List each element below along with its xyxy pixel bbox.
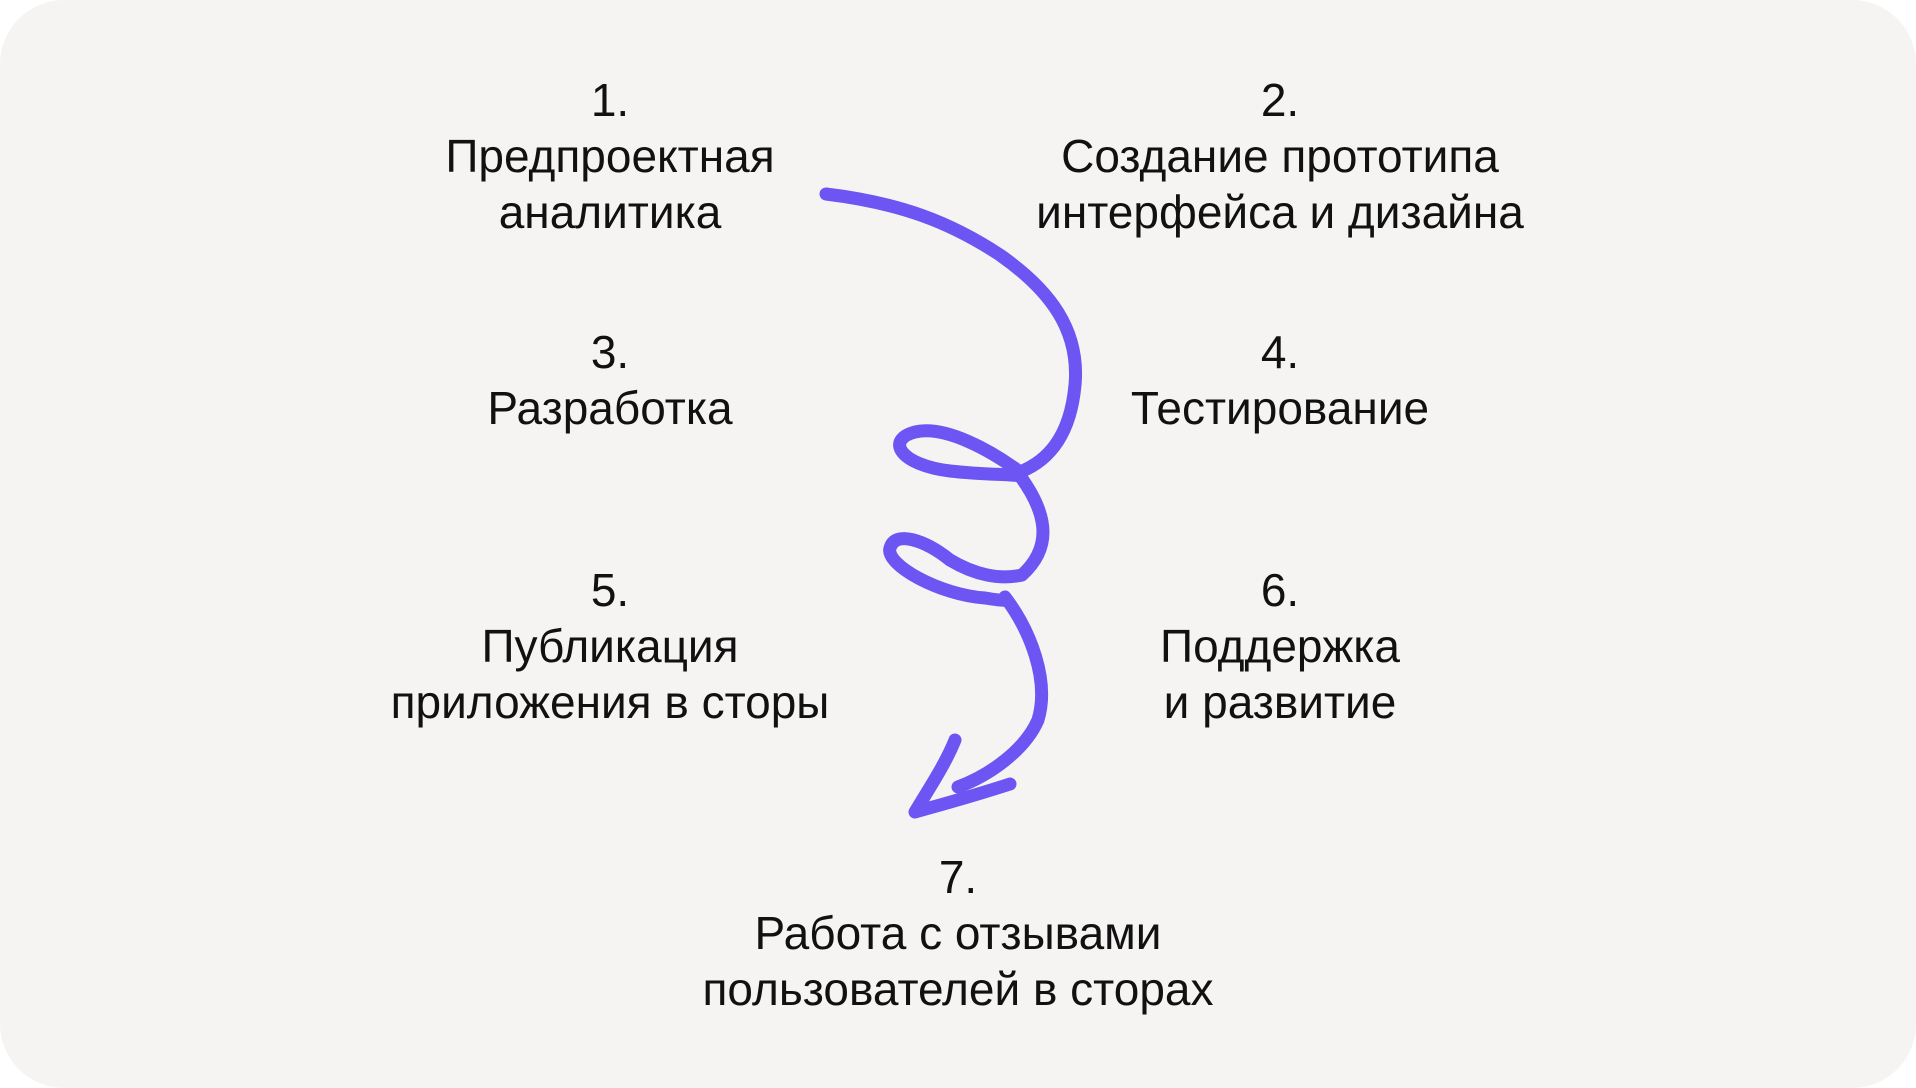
step-label-line: Предпроектная [445, 130, 775, 182]
step-number: 2. [1260, 74, 1300, 126]
step-6: 6. Поддержка и развитие [960, 562, 1600, 730]
step-label-line: Публикация [481, 620, 739, 672]
step-3: 3. Разработка [290, 324, 930, 436]
step-label-line: Разработка [487, 382, 733, 434]
step-2: 2. Создание прототипа интерфейса и дизай… [960, 72, 1600, 240]
step-number: 1. [590, 74, 630, 126]
step-label-line: Создание прототипа [1061, 130, 1499, 182]
step-4: 4. Тестирование [960, 324, 1600, 436]
step-number: 7. [938, 851, 978, 903]
step-1: 1. Предпроектная аналитика [290, 72, 930, 240]
step-label-line: Работа с отзывами [754, 907, 1162, 959]
step-label-line: Тестирование [1130, 382, 1430, 434]
step-label-line: аналитика [498, 186, 722, 238]
step-number: 5. [590, 564, 630, 616]
step-number: 3. [590, 326, 630, 378]
step-7: 7. Работа с отзывами пользователей в сто… [638, 849, 1278, 1017]
step-number: 4. [1260, 326, 1300, 378]
step-number: 6. [1260, 564, 1300, 616]
step-label-line: пользователей в сторах [702, 963, 1214, 1015]
step-label-line: интерфейса и дизайна [1036, 186, 1524, 238]
step-5: 5. Публикация приложения в сторы [290, 562, 930, 730]
step-label-line: приложения в сторы [390, 676, 830, 728]
step-label-line: и развитие [1163, 676, 1397, 728]
step-label-line: Поддержка [1160, 620, 1400, 672]
